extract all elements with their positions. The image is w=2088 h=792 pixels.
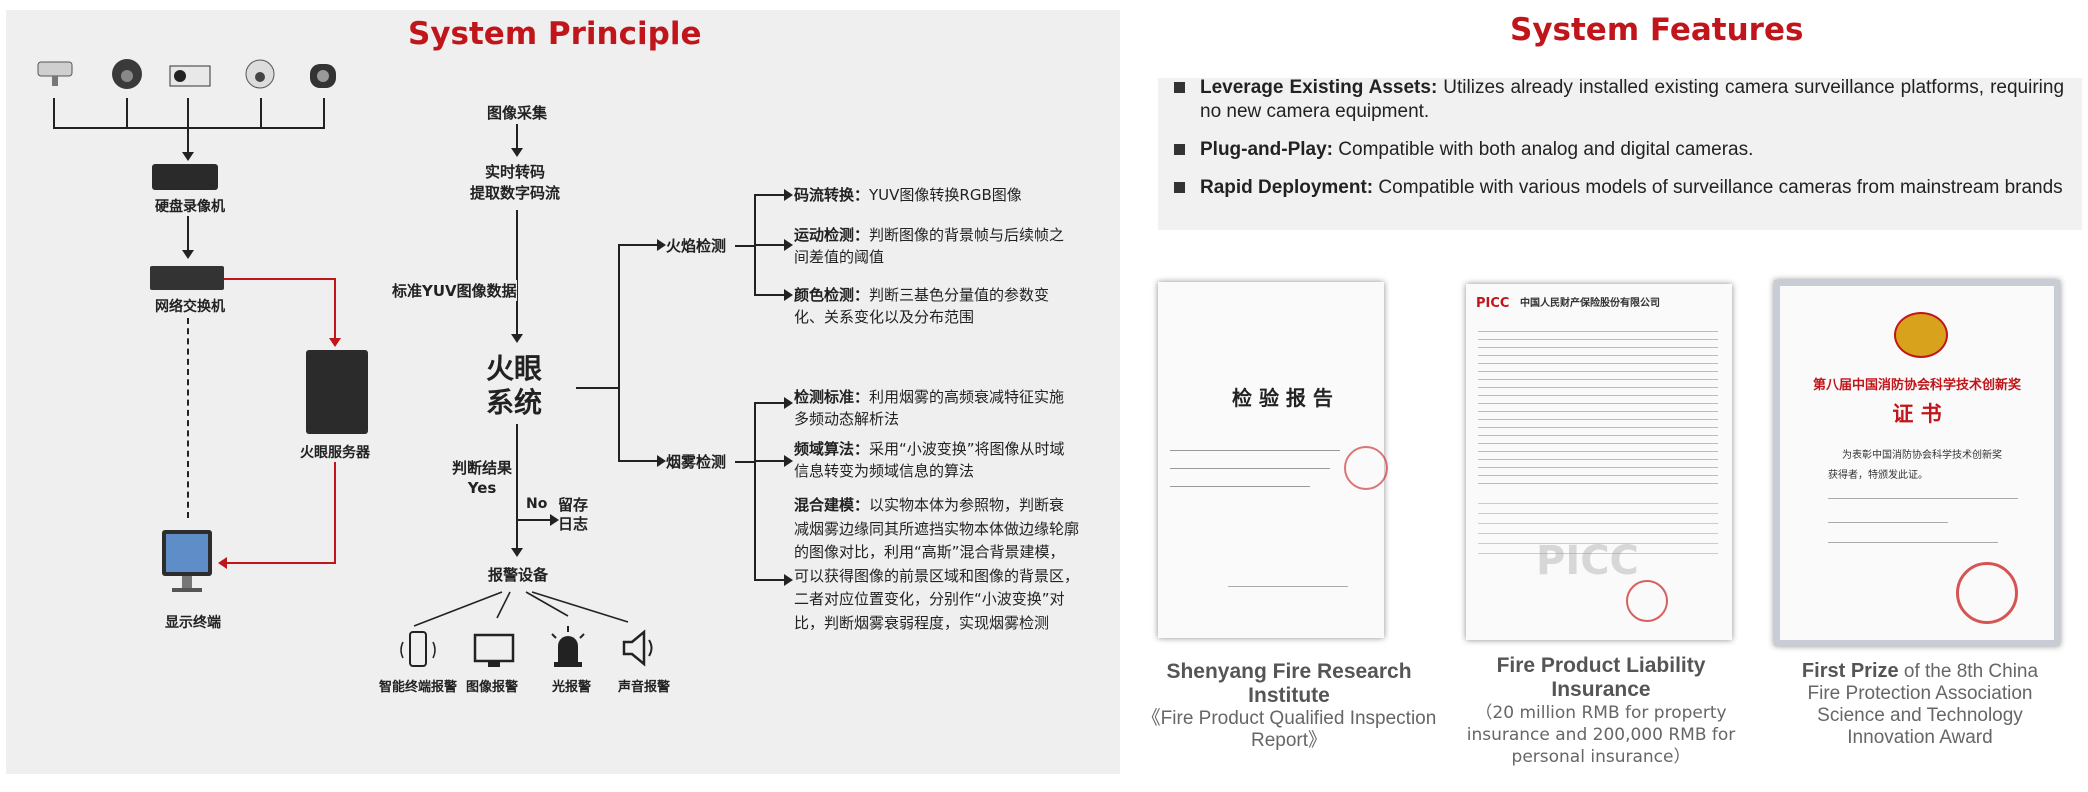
caption-first-prize: First Prize of the 8th China Fire Protec… [1801,660,2039,748]
flow-transcode: 实时转码 提取数字码流 [470,163,561,202]
dome-camera-icon-1 [112,59,142,89]
feature-item-1: Leverage Existing Assets: Utilizes alrea… [1174,76,2064,124]
dome-camera-icon-3 [310,64,336,88]
alarm-label-smart: 智能终端报警 [379,680,458,695]
bullet-icon [1174,144,1185,155]
inspection-report-image: 检 验 报 告 [1158,282,1388,638]
features-box [1158,78,2082,230]
fire-method-2: 运动检测：判断图像的背景帧与后续帧之间差值的阈值 [794,226,1065,266]
server-label: 火眼服务器 [300,445,370,461]
fire-detection: 火焰检测 [666,237,727,255]
dvr-device-icon [152,164,218,190]
red-seal-icon [1344,446,1388,490]
red-seal-icon [1626,580,1668,622]
certificate-title: 第八届中国消防协会科学技术创新奖 [1812,378,2021,393]
image-alarm-icon [472,632,516,674]
fire-method-1: 码流转换：YUV图像转换RGB图像 [794,186,1022,204]
network-switch-icon [150,266,224,290]
smart-terminal-alarm-icon [398,630,438,674]
feature-item-2: Plug-and-Play: Compatible with both anal… [1174,138,2064,162]
feature-item-3: Rapid Deployment: Compatible with variou… [1174,176,2064,200]
fire-method-3: 颜色检测：判断三基色分量值的参数变化、关系变化以及分布范围 [794,286,1050,326]
sound-alarm-icon [620,628,660,672]
display-terminal-icon [160,526,214,598]
certificate-line-1: 为表彰中国消防协会科学技术创新奖 [1842,450,2002,461]
flow-alarm-device: 报警设备 [488,566,549,584]
certificate-subtitle: 证 书 [1892,401,1942,426]
alarm-label-image: 图像报警 [466,680,519,695]
terminal-label: 显示终端 [165,615,221,631]
switch-label: 网络交换机 [155,299,225,315]
bullet-icon [1174,82,1185,93]
caption-liability-insurance: Fire Product Liability Insurance （20 mil… [1466,654,1736,767]
bullet-icon [1174,182,1185,193]
emblem-icon [1894,312,1948,358]
red-seal-icon [1956,562,2018,624]
smoke-method-2: 频域算法：采用“小波变换”将图像从时域信息转变为频域信息的算法 [794,440,1065,480]
smoke-method-1: 检测标准：利用烟雾的高频衰减特征实施多频动态解析法 [794,388,1065,428]
picc-insurance-image: PICC 中国人民财产保险股份有限公司 PICC [1466,284,1732,640]
system-principle-title: System Principle [408,16,702,52]
alarm-label-sound: 声音报警 [618,680,671,695]
picc-watermark: PICC [1536,538,1639,584]
flow-capture: 图像采集 [487,104,548,122]
fire-eye-system: 火眼 系统 [486,352,543,419]
system-features-title: System Features [1510,12,1804,48]
report-title: 检 验 报 告 [1232,386,1333,410]
smoke-detection: 烟雾检测 [666,453,727,471]
flow-judge: 判断结果 Yes [452,458,513,498]
smoke-method-3: 混合建模：以实物本体为参照物，判断衰减烟雾边缘同其所遮挡实物本体做边缘轮廓的图像… [794,496,1080,632]
flow-no: No [526,496,548,512]
flow-log: 留存 日志 [558,496,589,533]
picc-header: 中国人民财产保险股份有限公司 [1520,298,1660,309]
award-certificate-image: 第八届中国消防协会科学技术创新奖 证 书 为表彰中国消防协会科学技术创新奖 获得… [1774,280,2060,646]
camera-row [30,52,370,102]
cameras-icon [37,59,336,89]
picc-logo: PICC [1476,296,1510,311]
alarm-label-light: 光报警 [552,680,592,695]
box-camera-icon [169,65,211,87]
caption-inspection-report: Shenyang Fire Research Institute 《Fire P… [1141,660,1437,751]
light-alarm-icon [546,624,590,672]
flow-yuv-data: 标准YUV图像数据 [392,280,517,301]
certificate-line-2: 获得者，特颁发此证。 [1828,470,1928,481]
dome-camera-icon-2 [245,59,275,89]
server-tower-icon [306,350,368,434]
dvr-label: 硬盘录像机 [155,199,225,215]
bullet-camera-icon-1 [37,61,73,86]
